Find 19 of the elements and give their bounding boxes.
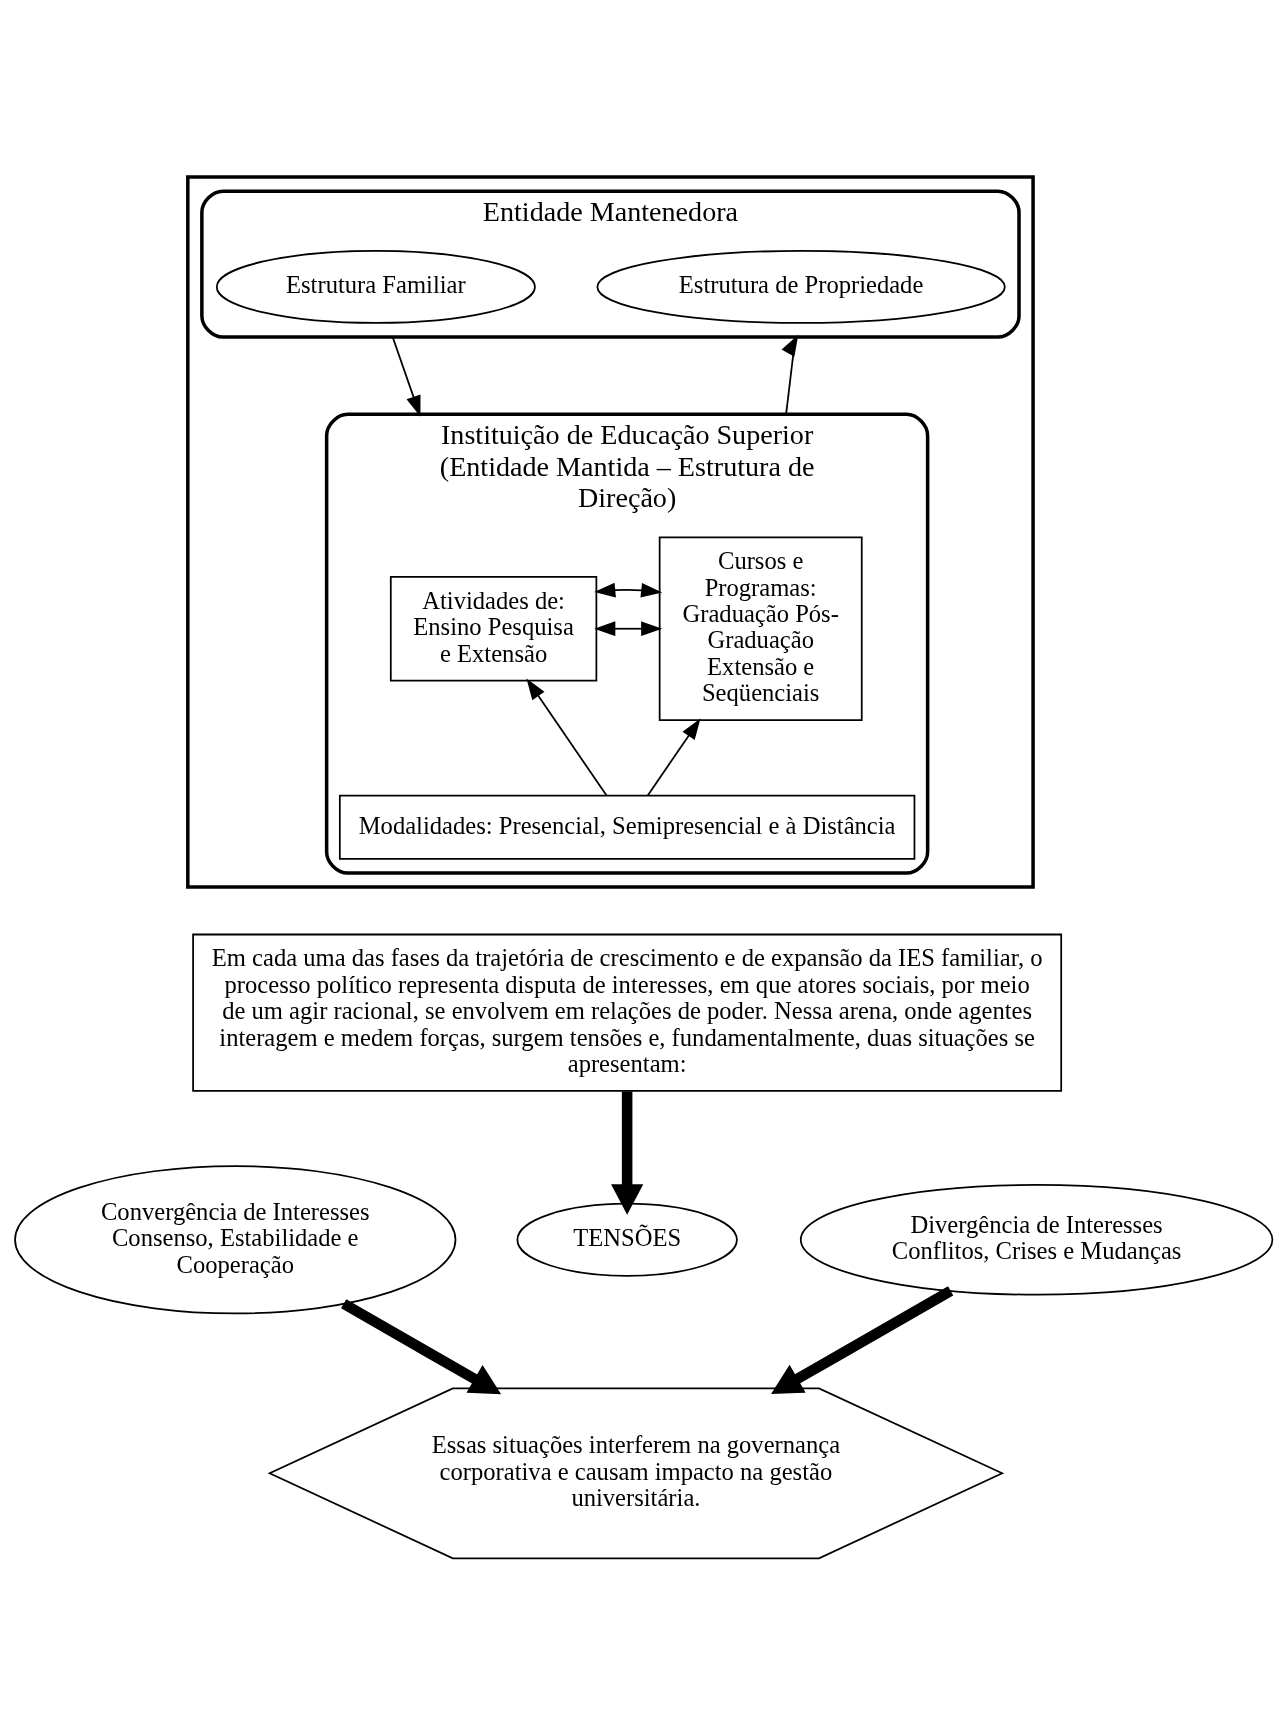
- cluster: [186, 174, 1035, 889]
- node-box: Modalidades: Presencial, Semipresencial e à Distância: [338, 794, 916, 860]
- node-ellipse: Estrutura de Propriedade: [596, 249, 1006, 324]
- node-box: Em cada uma das fases da trajetória de crescimento e de expansão da IES familiar, o processo político representa disputa de interesses, em que atores sociais, por meio de um agir racional, se envolvem em relações de poder. Nessa arena, onde agentes interagem e medem forças, surgem tensões e, fundamentalmente, duas situações se apresentam:: [192, 933, 1063, 1092]
- arrow: [611, 1090, 644, 1215]
- node-ellipse: Divergência de Interesses Conflitos, Crises e Mudanças: [799, 1183, 1274, 1296]
- arrow: [781, 334, 799, 415]
- arrow: [391, 335, 421, 417]
- arrow: [771, 1285, 954, 1394]
- node-box: Atividades de: Ensino Pesquisa e Extensão: [389, 575, 598, 681]
- node-ellipse: Estrutura Familiar: [215, 249, 536, 324]
- node-ellipse: TENSÕES: [516, 1202, 738, 1277]
- arrow: [341, 1298, 502, 1394]
- arrow: [594, 582, 663, 598]
- arrow: [594, 620, 663, 636]
- arrow: [526, 678, 608, 796]
- node-ellipse: Convergência de Interesses Consenso, Estabilidade e Cooperação: [14, 1164, 457, 1314]
- node-box: Cursos e Programas: Graduação Pós-Graduação Extensão e Seqüenciais: [658, 535, 863, 721]
- arrow: [646, 717, 701, 796]
